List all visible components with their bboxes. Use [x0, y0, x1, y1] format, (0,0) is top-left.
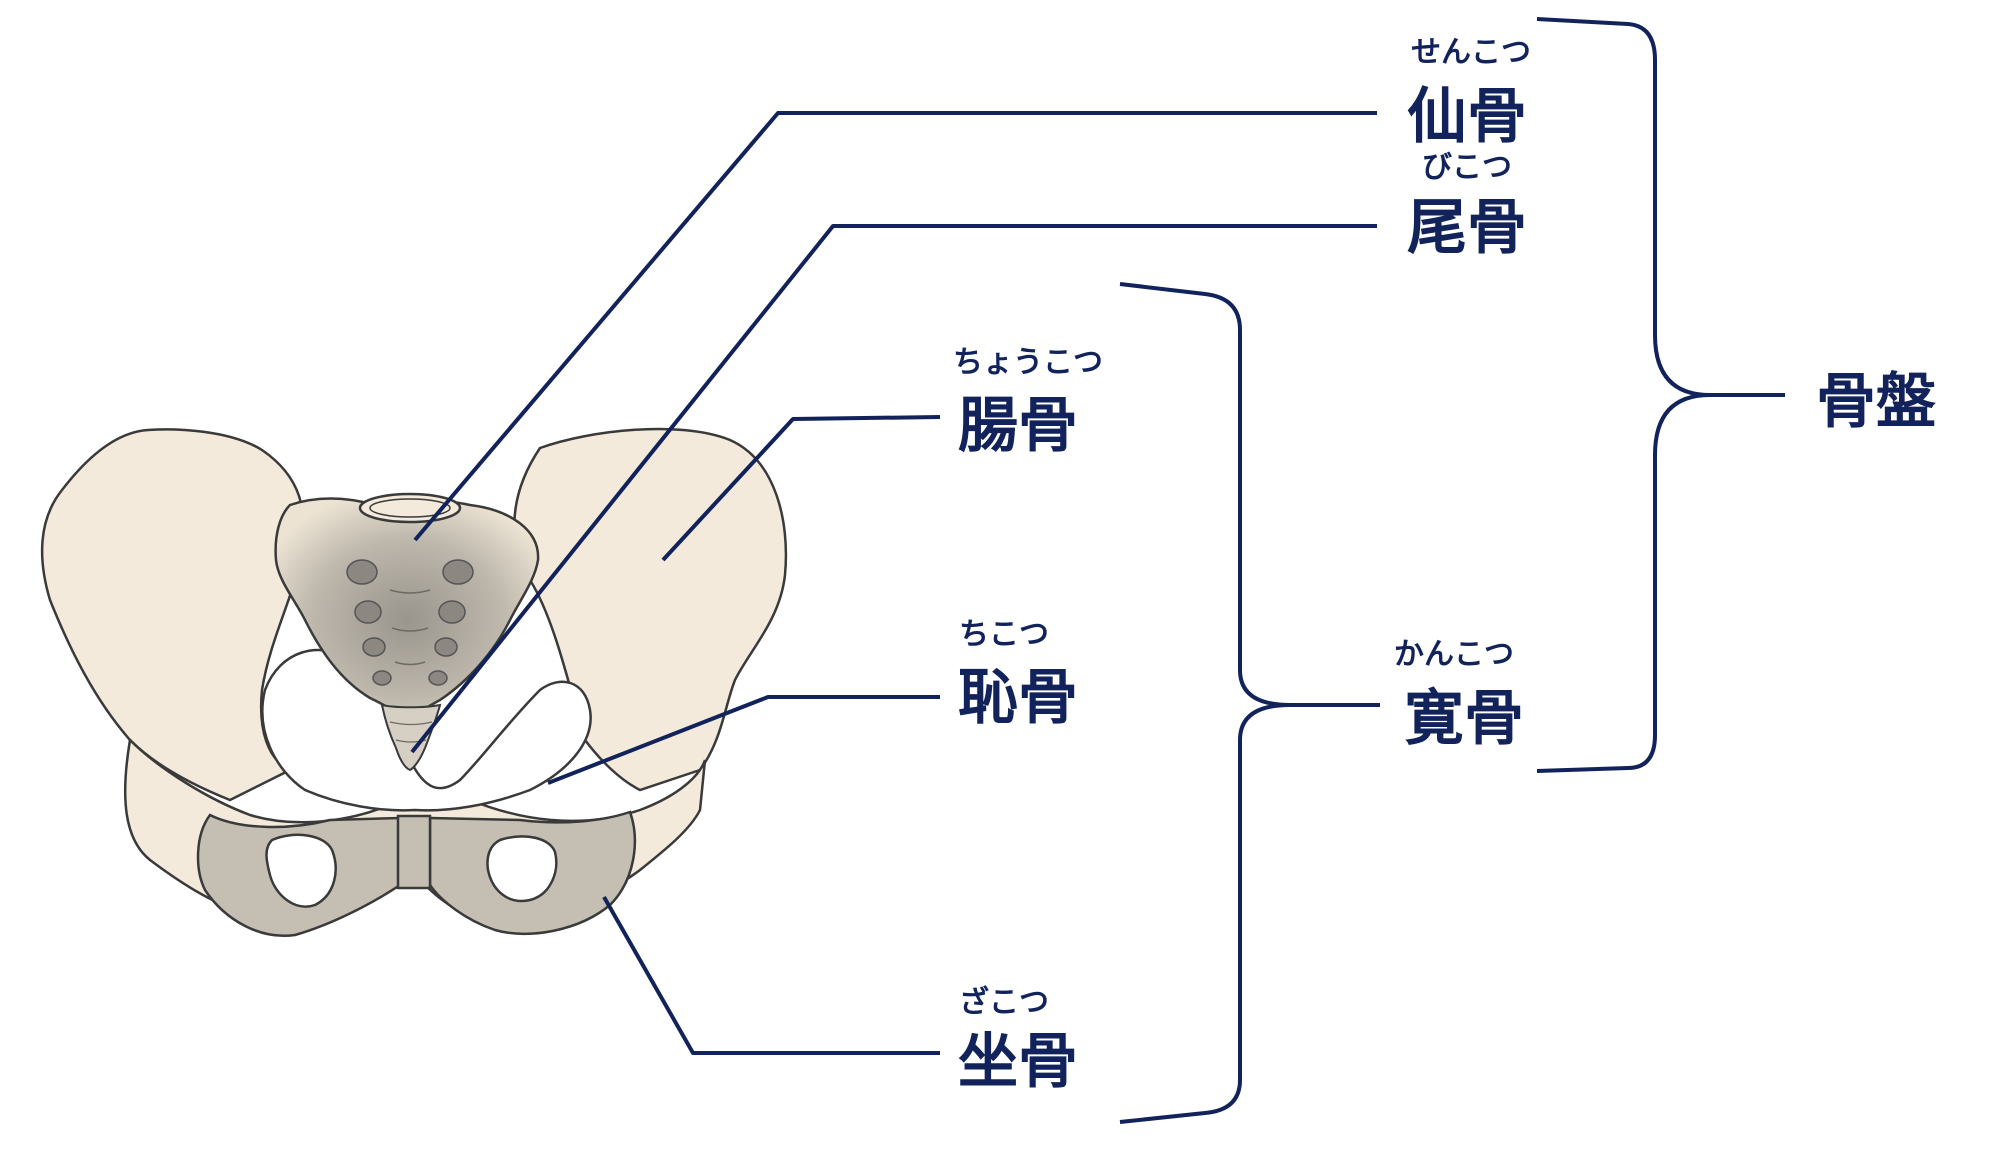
left-obturator-foramen [265, 833, 337, 908]
label-ilium-reading: ちょうこつ [953, 345, 1103, 380]
label-ischium-text: 坐骨 [958, 1027, 1078, 1097]
label-hip-bone-text: 寛骨 [1404, 684, 1524, 754]
pubis-leader [547, 695, 940, 785]
leader-lines [410, 111, 1377, 1055]
label-pubis-text: 恥骨 [958, 663, 1078, 733]
sacral-promontory [358, 492, 462, 524]
label-sacrum: せんこつ 仙骨 [1404, 33, 1533, 155]
label-ischium-reading: ざこつ [959, 985, 1049, 1020]
ilium-leader [661, 415, 941, 562]
label-hip-bone-reading: かんこつ [1394, 637, 1514, 672]
sacral-foramina [346, 559, 474, 686]
coccyx-shape [380, 703, 442, 772]
label-sacrum-text: 仙骨 [1407, 82, 1527, 152]
label-ischium: ざこつ 坐骨 [955, 983, 1081, 1100]
label-coccyx-text: 尾骨 [1407, 193, 1527, 263]
ischium-leader [602, 896, 940, 1055]
label-pelvis-text: 骨盤 [1816, 367, 1936, 437]
hip-bone-bracket [1119, 282, 1380, 1124]
label-pubis-reading: ちこつ [959, 617, 1049, 652]
pelvis-illustration [40, 427, 788, 938]
label-pelvis: 骨盤 [1813, 364, 1939, 440]
label-ilium-text: 腸骨 [958, 391, 1078, 461]
coccyx-leader [410, 224, 1377, 754]
label-coccyx-reading: びこつ [1422, 150, 1512, 185]
label-sacrum-reading: せんこつ [1411, 35, 1531, 70]
label-ilium: ちょうこつ 腸骨 [951, 343, 1105, 464]
label-hip-bone: かんこつ 寛骨 [1392, 635, 1527, 757]
pubic-symphysis-shape [396, 814, 432, 890]
label-pubis: ちこつ 恥骨 [955, 615, 1081, 736]
right-obturator-foramen [486, 835, 558, 903]
sacrum-leader [413, 111, 1377, 542]
pelvis-bracket [1536, 17, 1785, 773]
left-ilium-shape [40, 428, 305, 802]
label-coccyx: びこつ 尾骨 [1404, 148, 1530, 266]
